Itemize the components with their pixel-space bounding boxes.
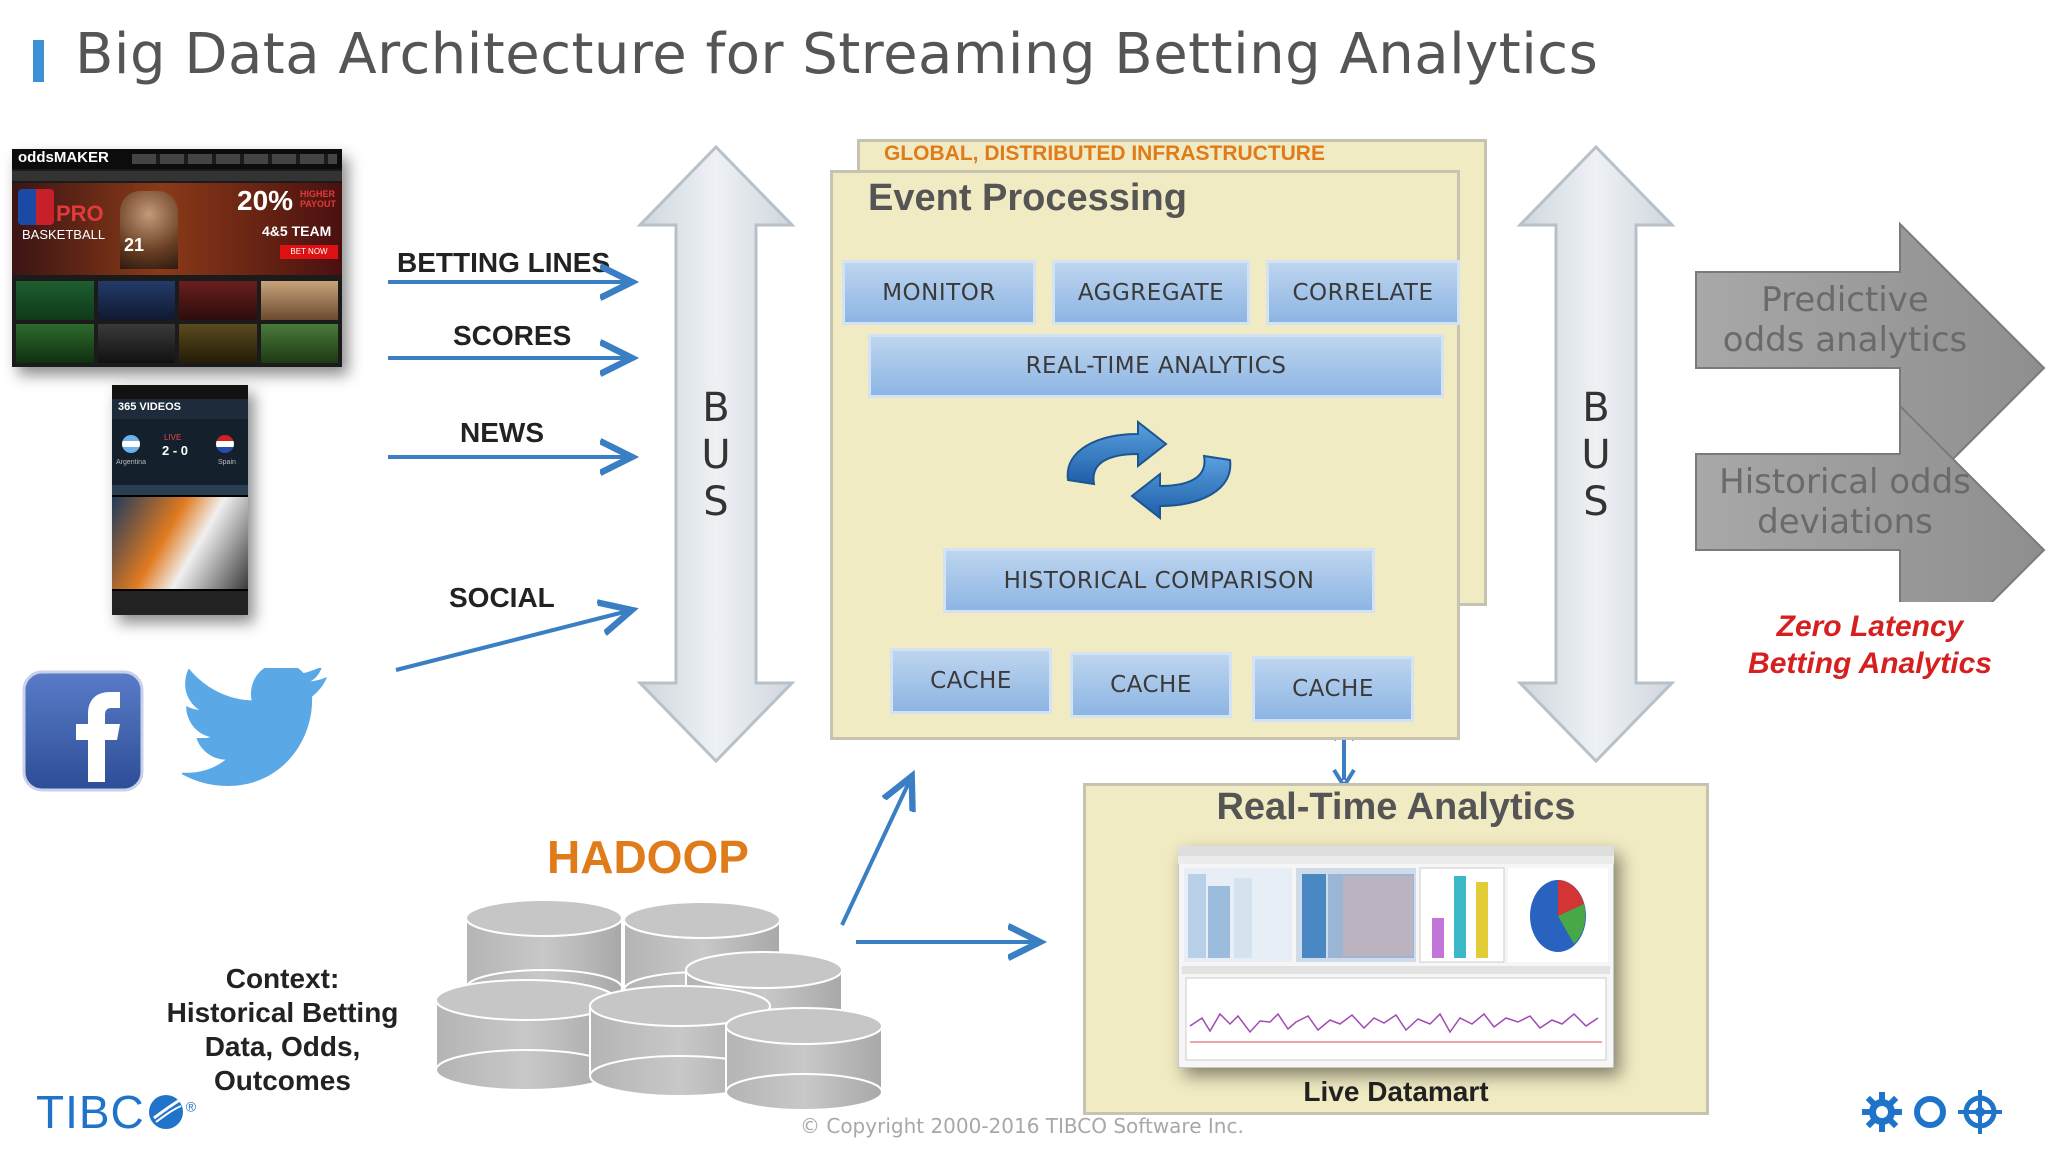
promo-percent: 20% xyxy=(237,185,294,216)
promo-pro: PRO xyxy=(56,201,104,226)
bus-left-arrow xyxy=(636,145,796,763)
event-processing-title: Event Processing xyxy=(868,177,1187,219)
hadoop-label: HADOOP xyxy=(547,831,749,883)
phone-score: 2 - 0 xyxy=(162,443,189,458)
promo-basketball: BASKETBALL xyxy=(22,227,106,242)
social-arrow xyxy=(395,611,628,672)
cache-box-2: CACHE xyxy=(1070,652,1232,718)
crosshair-icon xyxy=(1958,1090,2002,1134)
title-accent-bar xyxy=(33,40,44,82)
hadoop-up-arrow xyxy=(840,780,910,926)
promo-team: 4&5 TEAM xyxy=(262,223,332,239)
realtime-analytics-box: REAL-TIME ANALYTICS xyxy=(868,334,1444,398)
bus-right-letter-b: B xyxy=(1582,385,1610,431)
bus-right-letter-s: S xyxy=(1583,479,1609,525)
site-logo: oddsMAKER xyxy=(18,149,109,166)
live-datamart-caption: Live Datamart xyxy=(1303,1076,1489,1107)
phone-team-a: Argentina xyxy=(116,459,146,466)
feed-news-label: NEWS xyxy=(460,417,544,448)
phone-live: LIVE xyxy=(164,433,182,442)
infrastructure-label: GLOBAL, DISTRIBUTED INFRASTRUCTURE xyxy=(884,142,1325,165)
promo-higher: HIGHER PAYOUT xyxy=(300,189,337,209)
database-cylinder-icon xyxy=(435,899,883,1111)
cache-box-3: CACHE xyxy=(1252,656,1414,722)
phone-team-b: Spain xyxy=(218,459,236,466)
bet-now-button[interactable]: BET NOW xyxy=(280,245,338,259)
tibco-logo: TIBC® xyxy=(36,1086,198,1138)
tibco-globe-icon xyxy=(148,1095,183,1129)
realtime-analytics-title: Real-Time Analytics xyxy=(1216,786,1576,828)
feed-social-label: SOCIAL xyxy=(449,582,555,613)
sportsbook-website-screenshot: oddsMAKER PRO BASKETBALL 21 20% HIGHER P… xyxy=(12,149,342,367)
live-datamart-dashboard-screenshot xyxy=(1178,846,1614,1068)
bus-right-arrow xyxy=(1516,145,1676,763)
cache-box-1: CACHE xyxy=(890,648,1052,714)
ring-icon xyxy=(1914,1096,1946,1128)
output-arrows xyxy=(1695,221,2046,602)
feed-scores-label: SCORES xyxy=(453,320,572,351)
bus-right-letter-u: U xyxy=(1581,432,1611,478)
bus-left-letter-s: S xyxy=(703,479,729,525)
monitor-box: MONITOR xyxy=(842,260,1036,325)
phone-app-title: 365 VIDEOS xyxy=(118,401,181,413)
facebook-icon xyxy=(22,670,144,792)
aggregate-box: AGGREGATE xyxy=(1052,260,1250,325)
bus-left-letter-u: U xyxy=(701,432,731,478)
refresh-cycle-icon xyxy=(1066,420,1232,520)
twitter-icon xyxy=(182,668,328,786)
mobile-app-screenshot: 365 VIDEOS LIVE 2 - 0 Argentina Spain xyxy=(112,385,248,615)
bus-left-letter-b: B xyxy=(702,385,730,431)
predictive-output-arrow xyxy=(1695,221,2046,515)
slide-title: Big Data Architecture for Streaming Bett… xyxy=(75,22,1599,87)
historical-output-arrow xyxy=(1695,403,2046,602)
feed-betting-lines-label: BETTING LINES xyxy=(397,247,611,278)
copyright-notice: © Copyright 2000-2016 TIBCO Software Inc… xyxy=(800,1114,1244,1138)
gear-icon xyxy=(1862,1092,1902,1132)
historical-comparison-box: HISTORICAL COMPARISON xyxy=(943,548,1375,613)
correlate-box: CORRELATE xyxy=(1266,260,1460,325)
